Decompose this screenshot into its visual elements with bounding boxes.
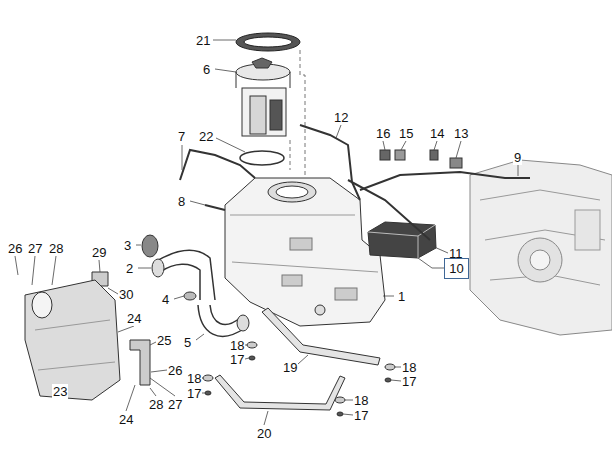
callout-number: 17: [229, 352, 245, 367]
callout-number: 17: [186, 386, 202, 401]
callout-number: 23: [52, 384, 68, 399]
callout-number: 3: [123, 238, 132, 253]
callout-number: 19: [282, 360, 298, 375]
callout-number: 4: [161, 292, 170, 307]
callout-box: 10: [444, 258, 469, 279]
callout-number: 27: [27, 241, 43, 256]
callout-number: 18: [353, 393, 369, 408]
callout-number: 17: [353, 408, 369, 423]
callout-number: 1: [397, 289, 406, 304]
callout-number: 7: [177, 129, 186, 144]
callout-number: 22: [198, 129, 214, 144]
callout-number: 14: [429, 126, 445, 141]
callout-number: 16: [375, 126, 391, 141]
callout-number: 13: [453, 126, 469, 141]
callout-number: 30: [118, 287, 134, 302]
callout-number: 9: [513, 150, 522, 165]
callout-number: 10: [449, 261, 464, 276]
callout-number: 28: [148, 397, 164, 412]
callout-number: 26: [167, 363, 183, 378]
callout-number: 6: [202, 62, 211, 77]
callout-number: 12: [333, 110, 349, 125]
callout-number: 25: [156, 333, 172, 348]
callout-number: 21: [195, 33, 211, 48]
callout-number: 18: [401, 360, 417, 375]
callout-number: 20: [256, 426, 272, 441]
callout-number: 24: [126, 311, 142, 326]
callout-number: 26: [7, 241, 23, 256]
callout-number: 2: [125, 261, 134, 276]
callout-number: 24: [118, 412, 134, 427]
callout-number: 8: [177, 194, 186, 209]
callout-number: 28: [48, 241, 64, 256]
callout-number: 5: [183, 335, 192, 350]
callout-number: 18: [229, 338, 245, 353]
callout-number: 27: [167, 397, 183, 412]
callout-number: 18: [186, 371, 202, 386]
callout-number: 17: [401, 374, 417, 389]
callout-number: 15: [398, 126, 414, 141]
callout-number: 29: [91, 245, 107, 260]
